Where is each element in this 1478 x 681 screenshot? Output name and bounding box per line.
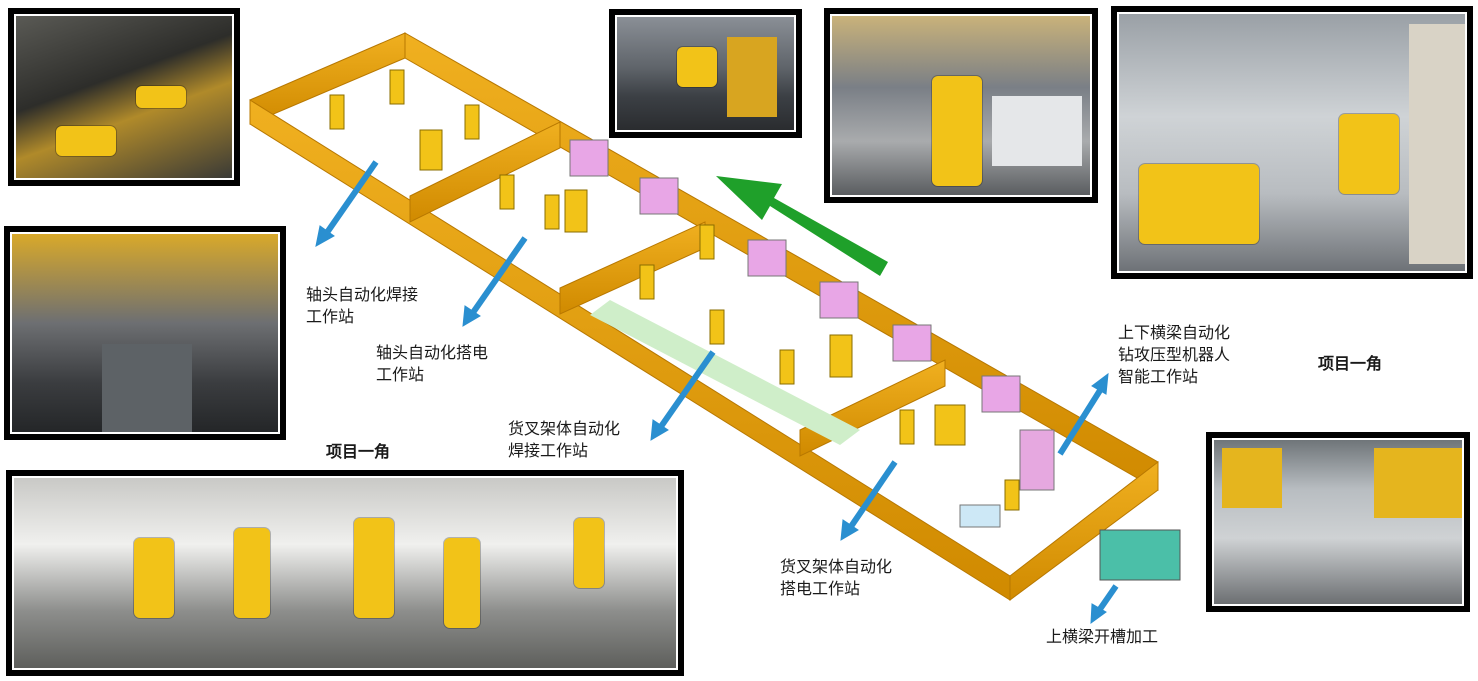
label-fork-tack-station: 货叉架体自动化 搭电工作站 (780, 557, 893, 598)
photo-top-center (609, 9, 802, 138)
green-flow-arrow (716, 176, 888, 276)
heading-project-corner-right: 项目一角 (1318, 354, 1383, 373)
label-axle-tack-station: 轴头自动化搭电 工作站 (376, 343, 489, 384)
photo-bottom-left (6, 470, 684, 676)
photo-left-middle (4, 226, 286, 440)
label-beam-groove: 上横梁开槽加工 (1046, 627, 1159, 646)
pointer-arrows (315, 160, 1119, 625)
photo-robot-cell (14, 14, 234, 180)
photo-top-right (1111, 6, 1473, 279)
robot-markers (329, 69, 1020, 511)
heading-project-corner-left: 项目一角 (326, 442, 391, 461)
photo-workshop (12, 476, 678, 670)
photo-bottom-right (1206, 432, 1470, 612)
label-beam-drill-station: 上下横梁自动化 钻攻压型机器人 智能工作站 (1118, 323, 1231, 386)
label-axle-welding-station: 轴头自动化焊接 工作站 (306, 285, 419, 326)
photo-top-right-center (824, 8, 1098, 203)
photo-press-line (1117, 12, 1467, 273)
equipment-blocks (569, 139, 1181, 581)
label-fork-welding-station: 货叉架体自动化 焊接工作站 (508, 419, 621, 460)
photo-top-left (8, 8, 240, 186)
photo-production-line (10, 232, 280, 434)
photo-cell-corridor (1212, 438, 1464, 606)
photo-press-robot (830, 14, 1092, 197)
photo-robot-aisle (615, 15, 796, 132)
